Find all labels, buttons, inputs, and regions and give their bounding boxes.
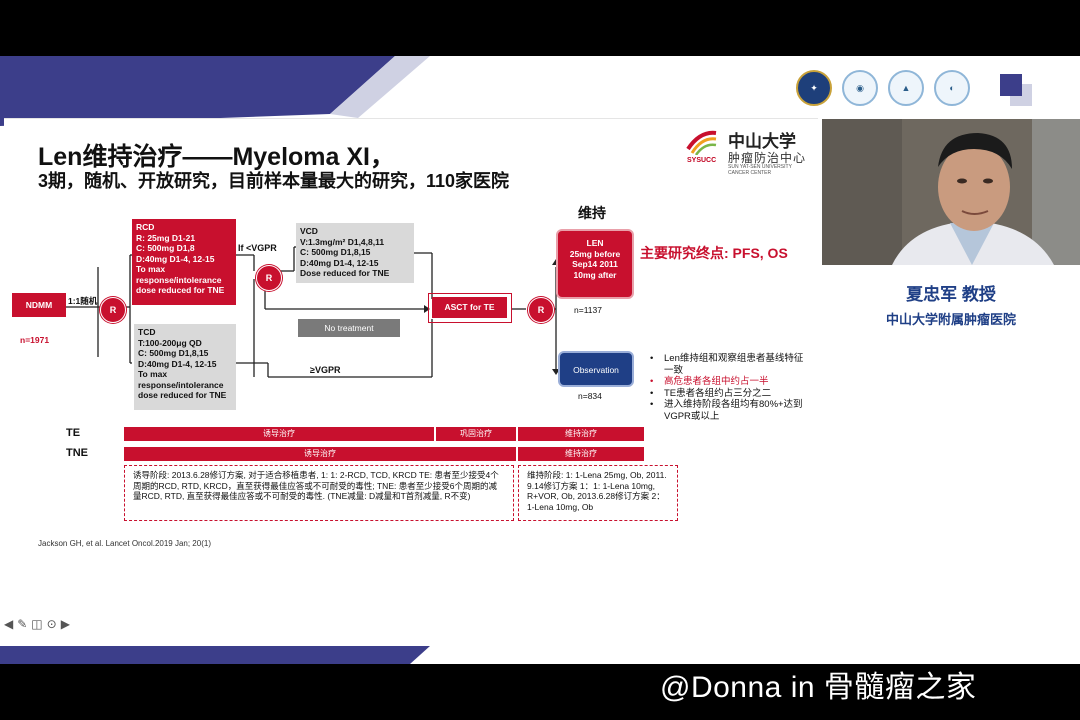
finding-item: 高危患者各组中约占一半 <box>650 376 810 388</box>
sysucc-name-en: SUN YAT-SEN UNIVERSITY CANCER CENTER <box>728 164 792 176</box>
key-findings-list: Len维持组和观察组患者基线特征一致 高危患者各组中约占一半 TE患者各组约占三… <box>650 353 810 422</box>
vcd-regimen-box: VCD V:1.3mg/m² D1,4,8,11 C: 500mg D1,8,1… <box>296 223 414 283</box>
randomize-node-2: R <box>256 265 282 291</box>
randomization-ratio: 1:1随机 <box>68 296 98 306</box>
te-consolidation-bar: 巩固治疗 <box>436 427 516 441</box>
speaker-caption: 夏忠军 教授 中山大学附属肿瘤医院 <box>822 280 1080 328</box>
len-line: LEN <box>586 238 604 248</box>
len-maintenance-box: LEN 25mg before Sep14 2011 10mg after <box>556 229 634 299</box>
finding-item: Len维持组和观察组患者基线特征一致 <box>650 353 810 376</box>
slide-content: Len维持治疗——Myeloma XI， 3期，随机、开放研究，目前样本量最大的… <box>4 118 818 631</box>
decorative-banner <box>0 56 430 664</box>
maintenance-heading: 维持 <box>578 205 606 221</box>
citation: Jackson GH, et al. Lancet Oncol.2019 Jan… <box>38 539 211 548</box>
observation-count: n=834 <box>578 391 602 401</box>
asct-box: ASCT for TE <box>432 297 507 318</box>
grid-view-icon[interactable]: ◫ <box>31 617 43 631</box>
vcd-line: Dose reduced for TNE <box>300 268 390 278</box>
vcd-line: V:1.3mg/m² D1,4,8,11 <box>300 236 385 247</box>
sysucc-logo: SYSUCC 中山大学 肿瘤防治中心 SUN YAT-SEN UNIVERSIT… <box>684 125 814 176</box>
primary-endpoint: 主要研究终点: PFS, OS <box>640 245 788 261</box>
speaker-video <box>822 119 1080 265</box>
speaker-institution: 中山大学附属肿瘤医院 <box>885 312 1016 327</box>
rcd-line: response/intolerance <box>136 274 222 285</box>
back-arrow-icon[interactable]: ◀ <box>4 617 14 631</box>
hospital-logo-icon: ◐ <box>934 70 970 106</box>
tcd-line: D:40mg D1-4, 12-15 <box>138 358 217 369</box>
tne-induction-bar: 诱导治疗 <box>124 447 516 461</box>
tcd-line: C: 500mg D1,8,15 <box>138 348 209 358</box>
rcd-line: R: 25mg D1-21 <box>136 232 196 243</box>
top-letterbox <box>0 0 1080 56</box>
no-treatment-box: No treatment <box>298 319 400 337</box>
te-induction-bar: 诱导治疗 <box>124 427 434 441</box>
bottom-letterbox <box>0 664 1080 720</box>
sysucc-mark-icon <box>686 130 717 155</box>
forward-arrow-icon[interactable]: ▶ <box>60 617 70 631</box>
slide-subtitle: 3期，随机、开放研究，目前样本量最大的研究，110家医院 <box>38 171 510 191</box>
rcd-line: To max <box>136 264 166 274</box>
rcd-line: RCD <box>136 222 155 232</box>
tcd-line: response/intolerance <box>138 379 224 390</box>
finding-item: 进入维持阶段各组均有80%+达到VGPR或以上 <box>650 399 810 422</box>
tcd-line: TCD <box>138 327 156 337</box>
maintenance-note: 维持阶段: 1: 1-Lena 25mg, Ob, 2011. 9.14修订方案… <box>518 465 678 521</box>
len-line: 10mg after <box>573 269 617 280</box>
len-line: Sep14 2011 <box>572 259 618 269</box>
len-count: n=1137 <box>574 305 602 315</box>
rcd-line: D:40mg D1-4, 12-15 <box>136 253 215 264</box>
vcd-line: D:40mg D1-4, 12-15 <box>300 257 379 268</box>
tcd-line: dose reduced for TNE <box>138 390 227 400</box>
if-vgpr-label: If <VGPR <box>238 243 277 253</box>
finding-item: TE患者各组约占三分之二 <box>650 388 810 400</box>
vcd-line: VCD <box>300 226 318 236</box>
association-logo-icon: ◉ <box>842 70 878 106</box>
ge-vgpr-label: ≥VGPR <box>310 365 341 375</box>
tcd-regimen-box: TCD T:100-200μg QD C: 500mg D1,8,15 D:40… <box>134 324 236 410</box>
observation-box: Observation <box>558 351 634 387</box>
tcd-line: To max <box>138 369 168 379</box>
vcd-line: C: 500mg D1,8,15 <box>300 247 371 257</box>
ndmm-count: n=1971 <box>20 335 50 345</box>
slide-toolbar: ◀ ✎ ◫ ⊙ ▶ <box>4 617 70 631</box>
speaker-portrait-icon <box>822 119 1080 265</box>
randomize-node-1: R <box>100 297 126 323</box>
randomize-node-3: R <box>528 297 554 323</box>
speaker-name: 夏忠军 教授 <box>906 285 996 304</box>
ndmm-box: NDMM <box>12 293 66 317</box>
sysucc-abbr: SYSUCC <box>687 157 717 164</box>
deco-square-dark <box>1000 74 1022 96</box>
len-line: 25mg before <box>569 248 621 259</box>
tne-label: TNE <box>66 447 88 459</box>
pen-icon[interactable]: ✎ <box>17 617 28 631</box>
induction-note: 诱导阶段: 2013.6.28修订方案, 对于适合移植患者, 1: 1: 2-R… <box>124 465 514 521</box>
asct-frame: ASCT for TE <box>428 293 512 323</box>
rcd-line: C: 500mg D1,8 <box>136 243 195 253</box>
rcd-regimen-box: RCD R: 25mg D1-21 C: 500mg D1,8 D:40mg D… <box>132 219 236 305</box>
sysucc-subname-cn: 肿瘤防治中心 <box>728 151 807 165</box>
more-icon[interactable]: ⊙ <box>46 617 57 631</box>
te-maintenance-bar: 维持治疗 <box>518 427 644 441</box>
slide-title: Len维持治疗——Myeloma XI， <box>38 143 395 171</box>
rcd-line: dose reduced for TNE <box>136 285 225 295</box>
society-logo-icon: ▲ <box>888 70 924 106</box>
watermark-text: @Donna in 骨髓瘤之家 <box>660 671 977 704</box>
flow-connectors <box>66 246 560 378</box>
emblem-icon: ✦ <box>796 70 832 106</box>
partner-logos: ✦ ◉ ▲ ◐ <box>796 70 970 106</box>
tne-maintenance-bar: 维持治疗 <box>518 447 644 461</box>
sysucc-name-cn: 中山大学 <box>728 132 796 152</box>
tcd-line: T:100-200μg QD <box>138 337 202 348</box>
te-label: TE <box>66 427 81 439</box>
